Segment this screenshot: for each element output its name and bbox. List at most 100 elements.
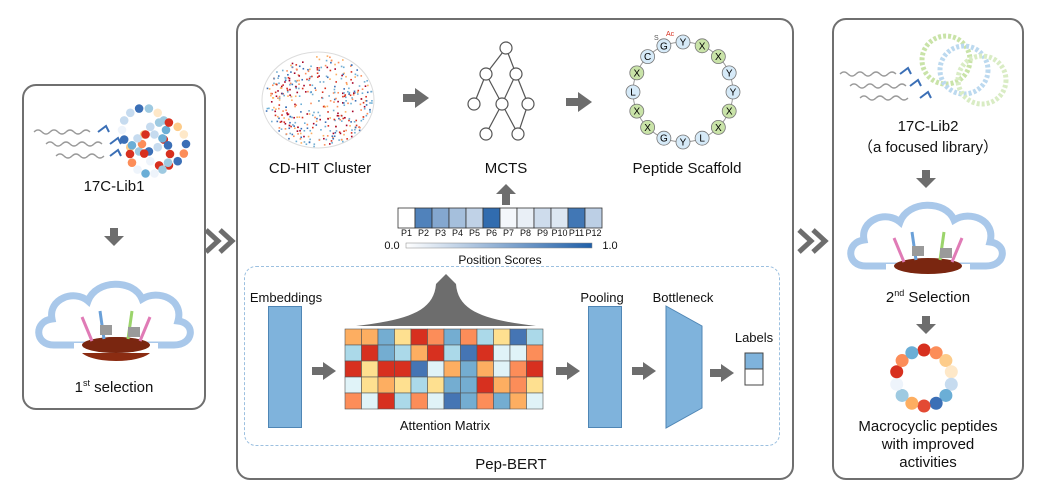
position-score-cell [550, 207, 569, 229]
cluster-point [353, 90, 356, 93]
cluster-point [322, 81, 325, 83]
cluster-point [330, 61, 332, 64]
cluster-point [320, 129, 322, 131]
cluster-point [325, 75, 328, 78]
arrow-down-icon [104, 228, 124, 246]
cluster-point [287, 73, 289, 76]
cluster-point [317, 111, 320, 114]
cluster-point [363, 107, 366, 110]
cluster-point [351, 82, 354, 84]
cluster-point [340, 77, 343, 80]
cluster-point [287, 113, 290, 115]
cluster-point [311, 75, 313, 78]
cluster-point [311, 114, 314, 117]
bead [127, 141, 137, 150]
attention-cell [493, 328, 511, 346]
cluster-point [308, 113, 311, 115]
cluster-point [340, 65, 343, 68]
attention-cell [476, 376, 494, 394]
cluster-point [300, 127, 303, 130]
scaffold-residue [675, 134, 691, 150]
cluster-point [339, 132, 342, 135]
cluster-point [333, 101, 335, 103]
arrow-down-icon [916, 316, 936, 334]
cluster-point [297, 133, 299, 135]
cluster-point [336, 105, 339, 108]
cluster-point [291, 66, 293, 68]
cluster-point [303, 84, 305, 87]
cluster-point [350, 135, 353, 138]
position-score-cell [482, 207, 501, 229]
cluster-point [291, 133, 294, 136]
cluster-point [337, 112, 339, 115]
cluster-point [295, 140, 298, 143]
cluster-point [331, 135, 334, 138]
position-label: P12 [585, 228, 602, 238]
cluster-point [342, 140, 344, 143]
cluster-point [342, 102, 345, 104]
cluster-point [358, 85, 361, 87]
cluster-point [298, 116, 301, 118]
scaffold-residue-label: Y [680, 138, 687, 149]
cluster-point [284, 128, 287, 130]
scaffold-residue [629, 65, 645, 81]
cluster-point [319, 114, 321, 117]
cluster-point [271, 92, 273, 95]
attention-cell [493, 392, 511, 410]
cluster-point [332, 132, 335, 135]
scaffold-residue [625, 84, 641, 100]
cluster-point [326, 55, 329, 57]
attention-cell [361, 344, 379, 362]
cluster-point [306, 127, 309, 130]
cluster-point [316, 68, 319, 71]
cluster-point [334, 131, 337, 134]
cluster-point [330, 59, 333, 62]
color-scale-bar [405, 242, 593, 249]
selection-2-word: Selection [908, 289, 971, 306]
cluster-point [289, 115, 291, 118]
scaffold-residue [694, 130, 710, 146]
cluster-point [355, 124, 358, 127]
bead [165, 149, 175, 159]
cluster-point [344, 111, 347, 113]
cluster-point [365, 104, 368, 106]
cluster-point [286, 112, 288, 114]
cluster-point [271, 109, 274, 111]
scaffold-residue [629, 103, 645, 119]
cluster-point [346, 138, 348, 140]
scaffold-residue-label: X [726, 107, 733, 118]
macrocycle-residue [890, 377, 904, 391]
arrow-right-icon [556, 362, 580, 380]
cluster-point [289, 88, 291, 91]
cluster-point [298, 83, 300, 85]
cluster-point [351, 110, 354, 113]
cluster-point [309, 138, 311, 141]
bead [158, 165, 167, 174]
position-label: P9 [536, 228, 548, 238]
cluster-point [272, 97, 275, 99]
cluster-point [290, 64, 292, 67]
cluster-point [325, 59, 328, 62]
cluster-point [345, 75, 347, 78]
position-score-cell [499, 207, 518, 229]
cluster-point [284, 79, 287, 82]
cluster-point [295, 85, 297, 88]
cluster-point [309, 129, 312, 132]
cluster-point [350, 102, 352, 105]
selection-1-word: selection [94, 379, 154, 396]
macrocycle-residue [929, 396, 943, 410]
cluster-point [332, 137, 335, 140]
cluster-point [356, 91, 359, 94]
cluster-point [351, 129, 353, 131]
cluster-point [369, 102, 371, 104]
cluster-point [276, 71, 278, 73]
position-score-cell [397, 207, 416, 229]
cluster-point [291, 99, 293, 102]
cluster-point [294, 105, 296, 108]
cluster-point [286, 70, 288, 72]
cluster-point [290, 95, 293, 98]
attention-cell [410, 376, 428, 394]
cluster-point [308, 141, 311, 144]
cluster-point [315, 120, 318, 123]
attention-cell [377, 376, 395, 394]
